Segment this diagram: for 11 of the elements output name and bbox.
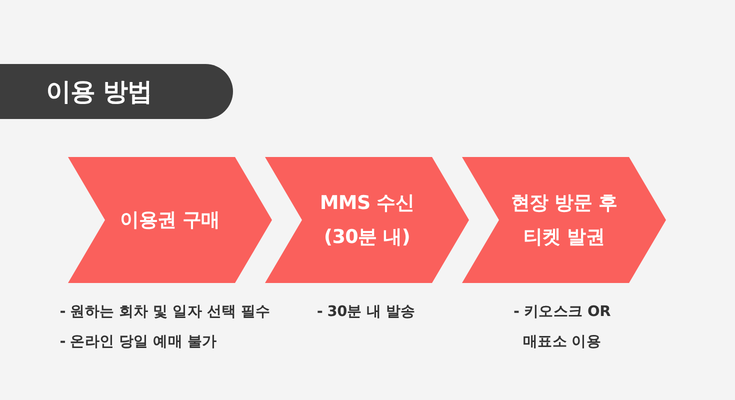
- step-note: - 30분 내 발송: [316, 303, 416, 322]
- step-note: - 원하는 회차 및 일자 선택 필수: [60, 303, 270, 322]
- chevron-step: [462, 157, 666, 283]
- step-label: 현장 방문 후 티켓 발권: [510, 191, 618, 250]
- section-title-tab: 이용 방법: [0, 64, 233, 119]
- chevron-step: [68, 157, 272, 283]
- chevron-step: [265, 157, 469, 283]
- step-note: - 온라인 당일 예매 불가: [60, 333, 217, 352]
- step-label: MMS 수신 (30분 내): [318, 191, 416, 250]
- step-label: 이용권 구매: [120, 208, 220, 233]
- step-note: - 키오스크 OR 매표소 이용: [512, 303, 612, 352]
